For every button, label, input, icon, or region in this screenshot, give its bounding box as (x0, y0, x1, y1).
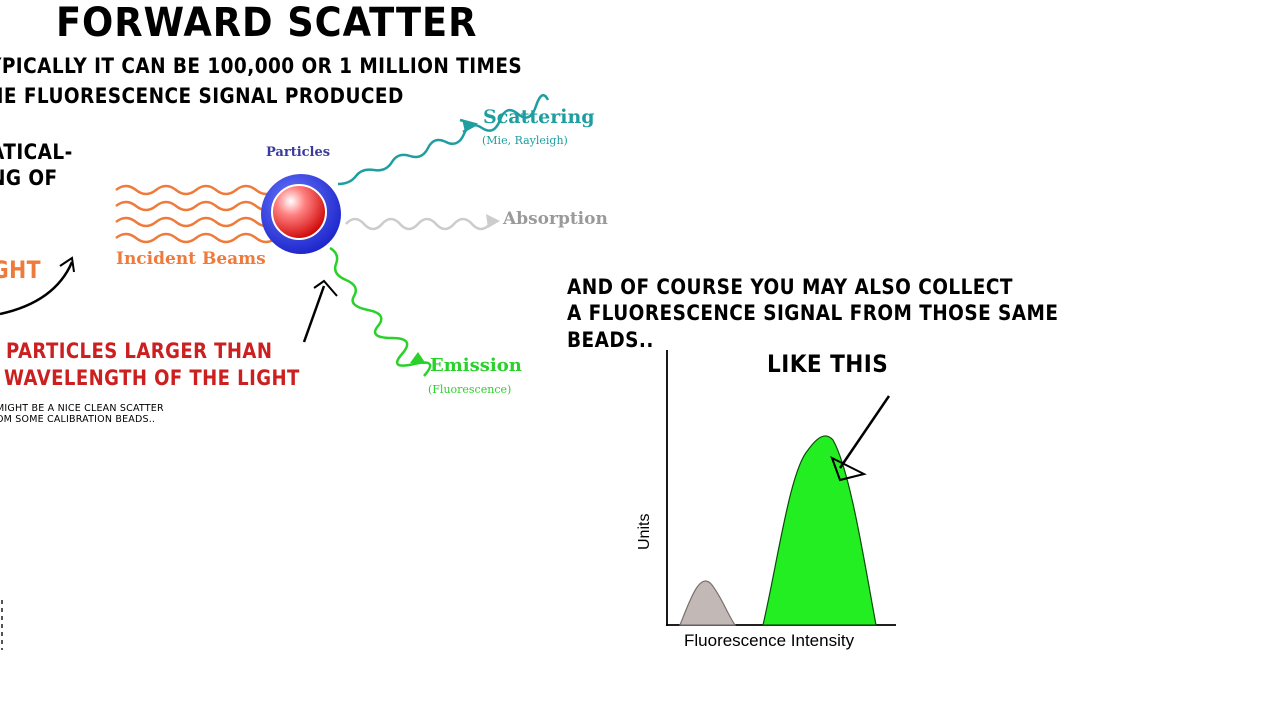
subtitle-line-2: HE FLUORESCENCE SIGNAL PRODUCED (0, 84, 404, 108)
emission-sub-label: (Fluorescence) (428, 383, 512, 396)
like-this-arrow (838, 395, 891, 469)
absorption-label: Absorption (503, 209, 608, 229)
page-title: FORWARD SCATTER (56, 0, 478, 46)
emission-label: Emission (430, 355, 522, 376)
small-note-line-2: OM SOME CALIBRATION BEADS.. (0, 414, 156, 425)
left-text-line-2: NG OF (0, 166, 58, 190)
left-text-line-1: ATICAL- (0, 140, 73, 164)
right-text-line-1: AND OF COURSE YOU MAY ALSO COLLECT (567, 275, 1013, 299)
histogram-y-label: Units (636, 513, 653, 550)
red-note-line-1: PARTICLES LARGER THAN (6, 339, 273, 363)
red-note-line-2: WAVELENGTH OF THE LIGHT (4, 366, 300, 390)
small-note-line-1: MIGHT BE A NICE CLEAN SCATTER (0, 403, 164, 414)
right-text-line-3: BEADS.. (567, 328, 654, 352)
scattering-sub-label: (Mie, Rayleigh) (482, 134, 568, 147)
right-text-line-2: A FLUORESCENCE SIGNAL FROM THOSE SAME (567, 301, 1059, 325)
histogram-large-peak (762, 435, 877, 626)
histogram-x-label: Fluorescence Intensity (684, 631, 855, 650)
absorption-arrowhead (486, 214, 500, 228)
histogram-small-peak (679, 580, 737, 626)
emission-arrowhead (410, 352, 426, 364)
light-label: GHT (0, 256, 42, 284)
emission-wave (329, 246, 432, 377)
particle-inner (271, 184, 327, 240)
incident-beams (115, 184, 277, 244)
incident-beams-label: Incident Beams (116, 249, 266, 269)
absorption-wave (345, 217, 491, 231)
particles-label: Particles (266, 145, 331, 160)
scattering-label: Scattering (483, 106, 595, 128)
subtitle-line-1: YPICALLY IT CAN BE 100,000 OR 1 MILLION … (0, 54, 523, 78)
like-this-label: LIKE THIS (767, 350, 889, 378)
edge-mark (1, 600, 3, 650)
pointer-arrow (302, 285, 326, 343)
curved-arrow (0, 261, 74, 316)
scattering-arrowhead (462, 119, 476, 132)
